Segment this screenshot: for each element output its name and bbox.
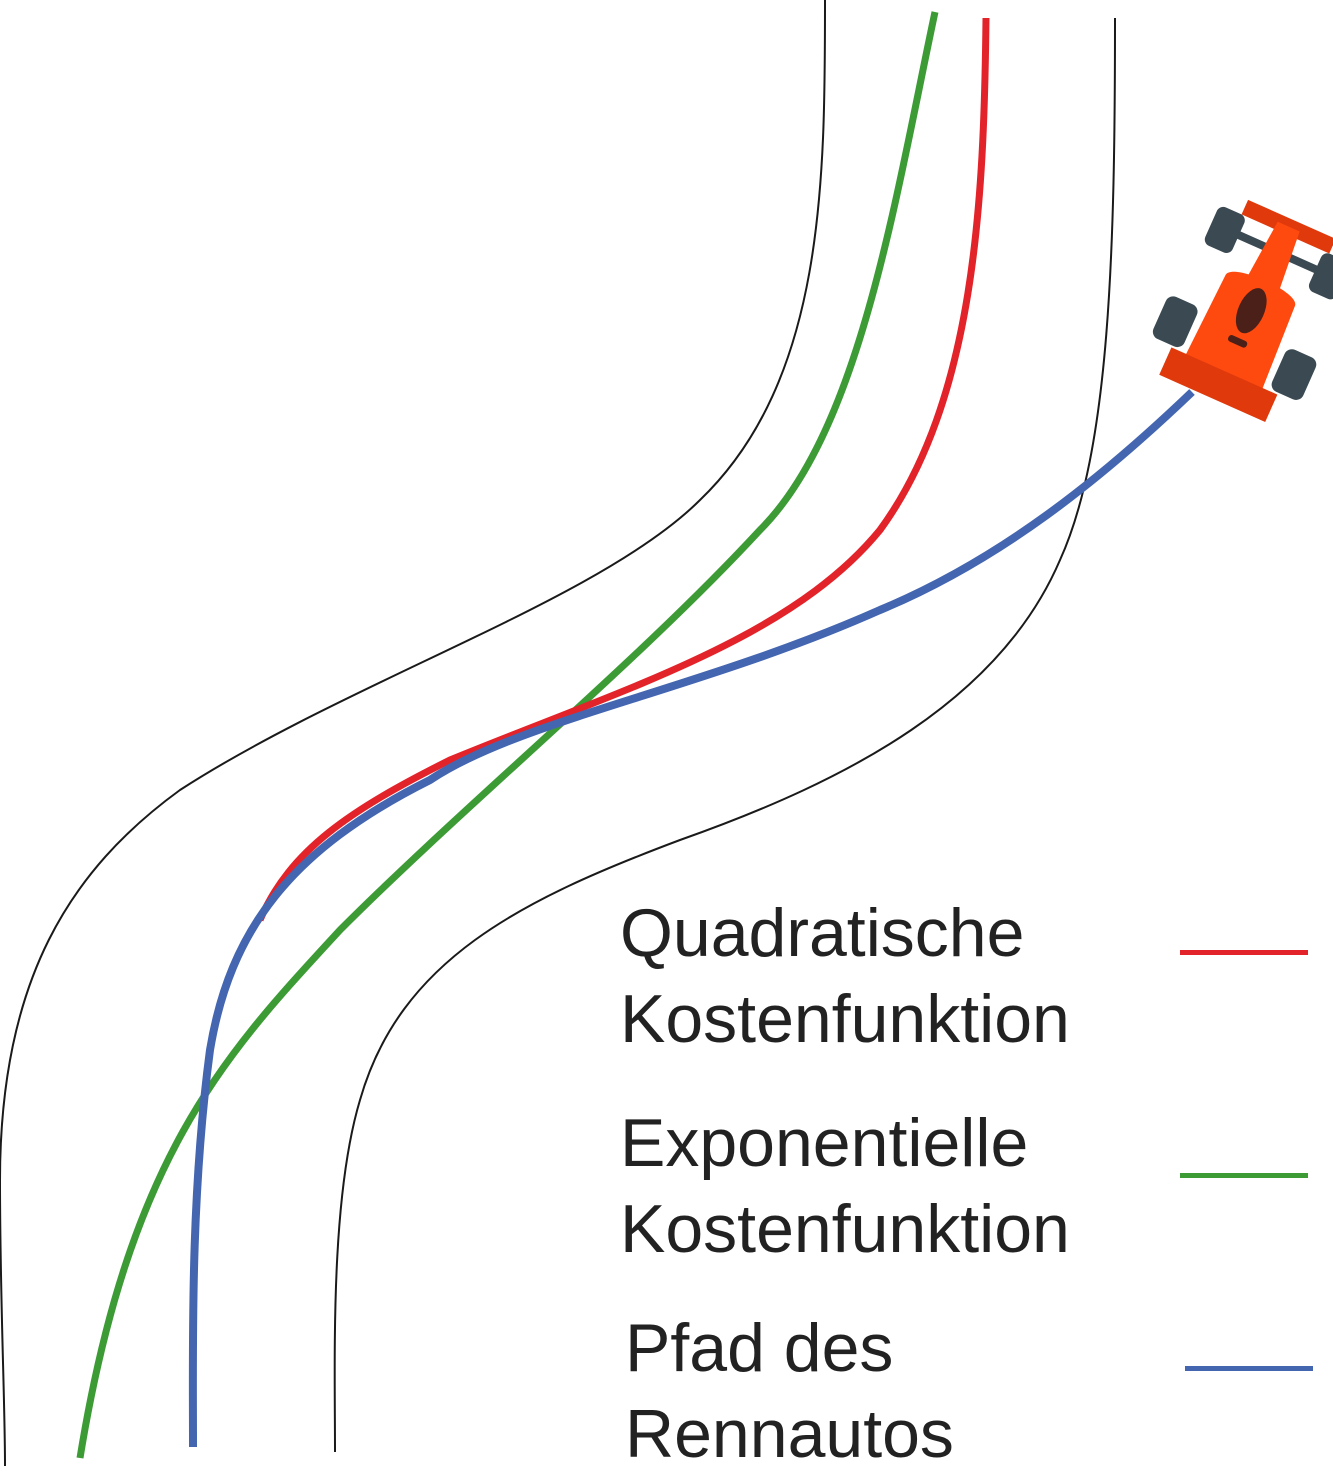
legend-swatch-car-path	[1185, 1366, 1313, 1371]
exponential-cost-line	[76, 11, 939, 1459]
race-car-path-line	[188, 389, 1195, 1448]
legend-label-exponential: Exponentielle Kostenfunktion	[620, 1105, 1070, 1267]
legend-item-quadratic: Quadratische Kostenfunktion	[620, 890, 1320, 1057]
legend-item-exponential: Exponentielle Kostenfunktion	[620, 1100, 1320, 1267]
legend-label-quadratic: Quadratische Kostenfunktion	[620, 895, 1070, 1057]
legend-item-car-path: Pfad des Rennautos	[620, 1305, 1320, 1472]
race-car-icon	[1152, 199, 1333, 422]
legend-label-car-path: Pfad des Rennautos	[625, 1310, 954, 1472]
legend-swatch-exponential	[1180, 1173, 1308, 1178]
quadratic-cost-line	[256, 17, 990, 922]
legend-swatch-quadratic	[1180, 950, 1308, 955]
track-left-border	[0, 0, 826, 1466]
track-right-border	[333, 17, 1116, 1453]
